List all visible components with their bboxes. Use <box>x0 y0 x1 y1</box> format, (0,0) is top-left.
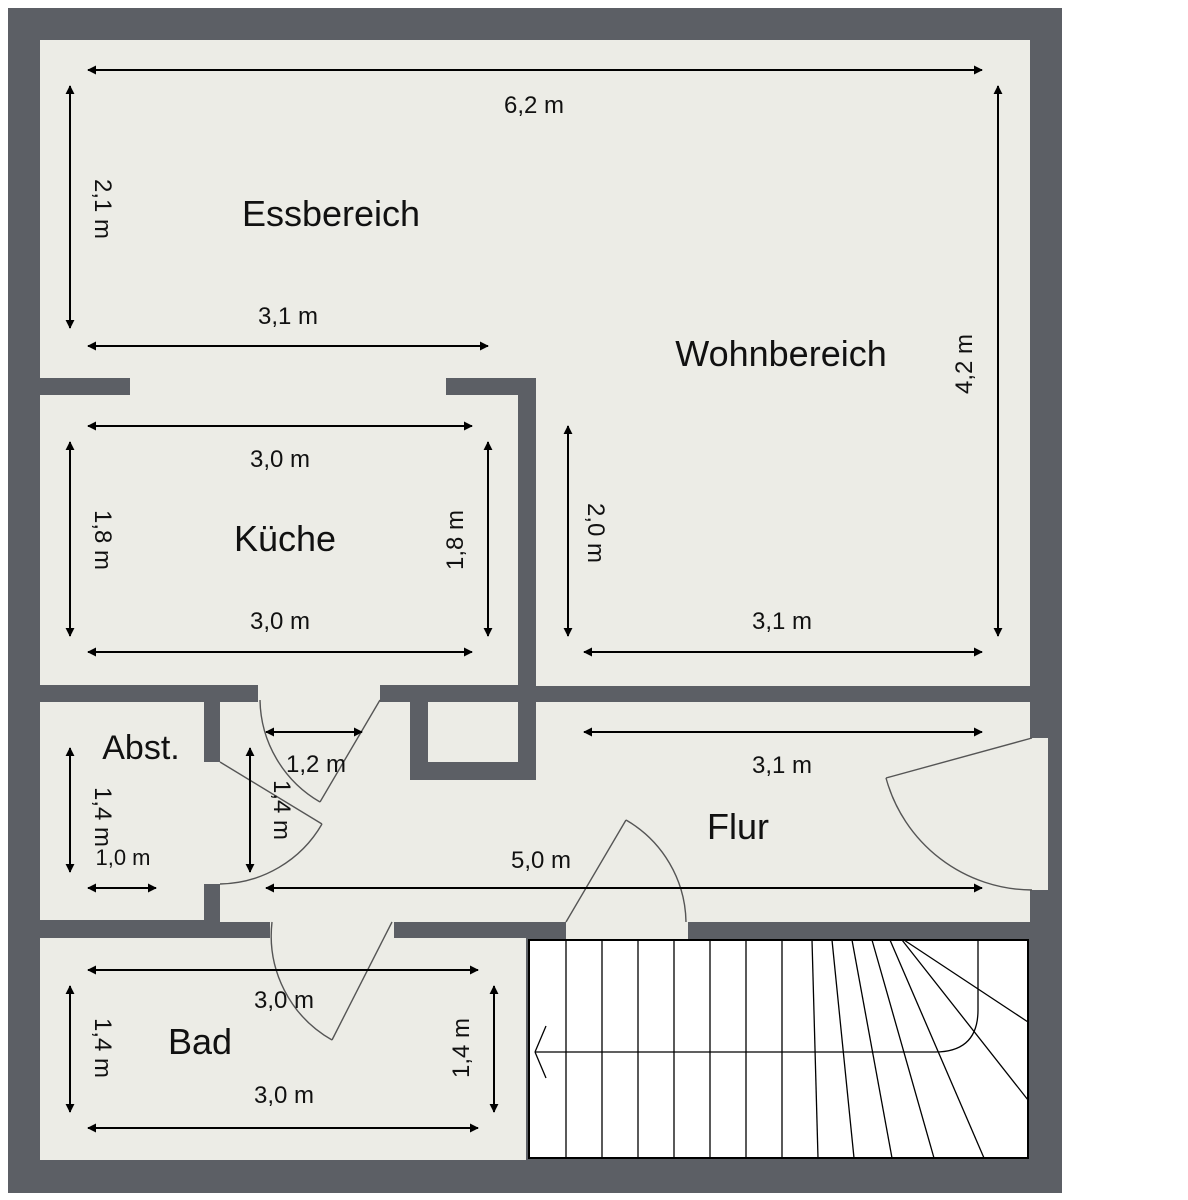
floor-essbereich <box>40 40 1030 378</box>
dim-label-abst-width: 1,0 m <box>95 845 150 870</box>
room-label-kueche: Küche <box>234 518 336 559</box>
room-label-abst: Abst. <box>102 729 179 767</box>
wall-abst-bottom <box>204 884 220 920</box>
dim-label-flur-door: 1,2 m <box>286 751 346 778</box>
door-gap-stairs <box>566 922 688 940</box>
dim-label-kueche-left: 1,8 m <box>89 510 116 570</box>
door-kueche <box>259 699 381 803</box>
room-label-flur: Flur <box>707 806 769 847</box>
floor-kueche <box>40 395 518 685</box>
door-abst <box>219 761 323 885</box>
dim-label-wohn-lower: 3,1 m <box>752 608 812 635</box>
dim-label-bad-left: 1,4 m <box>89 1018 116 1078</box>
dim-label-bad-bottom: 3,0 m <box>254 1082 314 1109</box>
door-entrance <box>885 737 1033 891</box>
dim-label-flur-long: 5,0 m <box>511 847 571 874</box>
dim-label-bad-top: 3,0 m <box>254 987 314 1014</box>
floor-entrance <box>1028 738 1048 890</box>
dim-label-kueche-right: 1,8 m <box>442 510 469 570</box>
door-gap-bad <box>270 920 394 938</box>
dim-label-abst-height: 1,4 m <box>89 787 116 847</box>
dim-label-kueche-bottom: 3,0 m <box>250 608 310 635</box>
dim-label-ess-width: 6,2 m <box>504 92 564 119</box>
door-gap-abst <box>204 762 220 884</box>
opening-kueche <box>130 378 446 395</box>
dim-label-bad-right: 1,4 m <box>448 1018 475 1078</box>
door-bad <box>270 921 393 1041</box>
dim-label-ess-height: 2,1 m <box>89 179 116 239</box>
dim-label-ess-lower: 3,1 m <box>258 303 318 330</box>
dimension-lines <box>65 65 1003 1133</box>
wall-abst-top <box>204 702 220 762</box>
room-label-essbereich: Essbereich <box>242 193 420 234</box>
door-gap-kueche <box>258 685 380 702</box>
shaft-interior <box>428 702 518 762</box>
dim-label-wohn-inner-height: 2,0 m <box>582 503 609 563</box>
dim-label-flur-top: 3,1 m <box>752 752 812 779</box>
dim-label-kueche-top: 3,0 m <box>250 446 310 473</box>
floor-wohnbereich <box>536 376 1030 686</box>
dim-label-wohn-height: 4,2 m <box>951 334 978 394</box>
room-label-wohnbereich: Wohnbereich <box>675 333 886 374</box>
room-label-bad: Bad <box>168 1021 232 1062</box>
door-stairs <box>565 819 687 923</box>
dim-label-flur-height: 1,4 m <box>268 780 295 840</box>
floor-bad <box>40 938 526 1160</box>
staircase <box>528 939 1029 1159</box>
